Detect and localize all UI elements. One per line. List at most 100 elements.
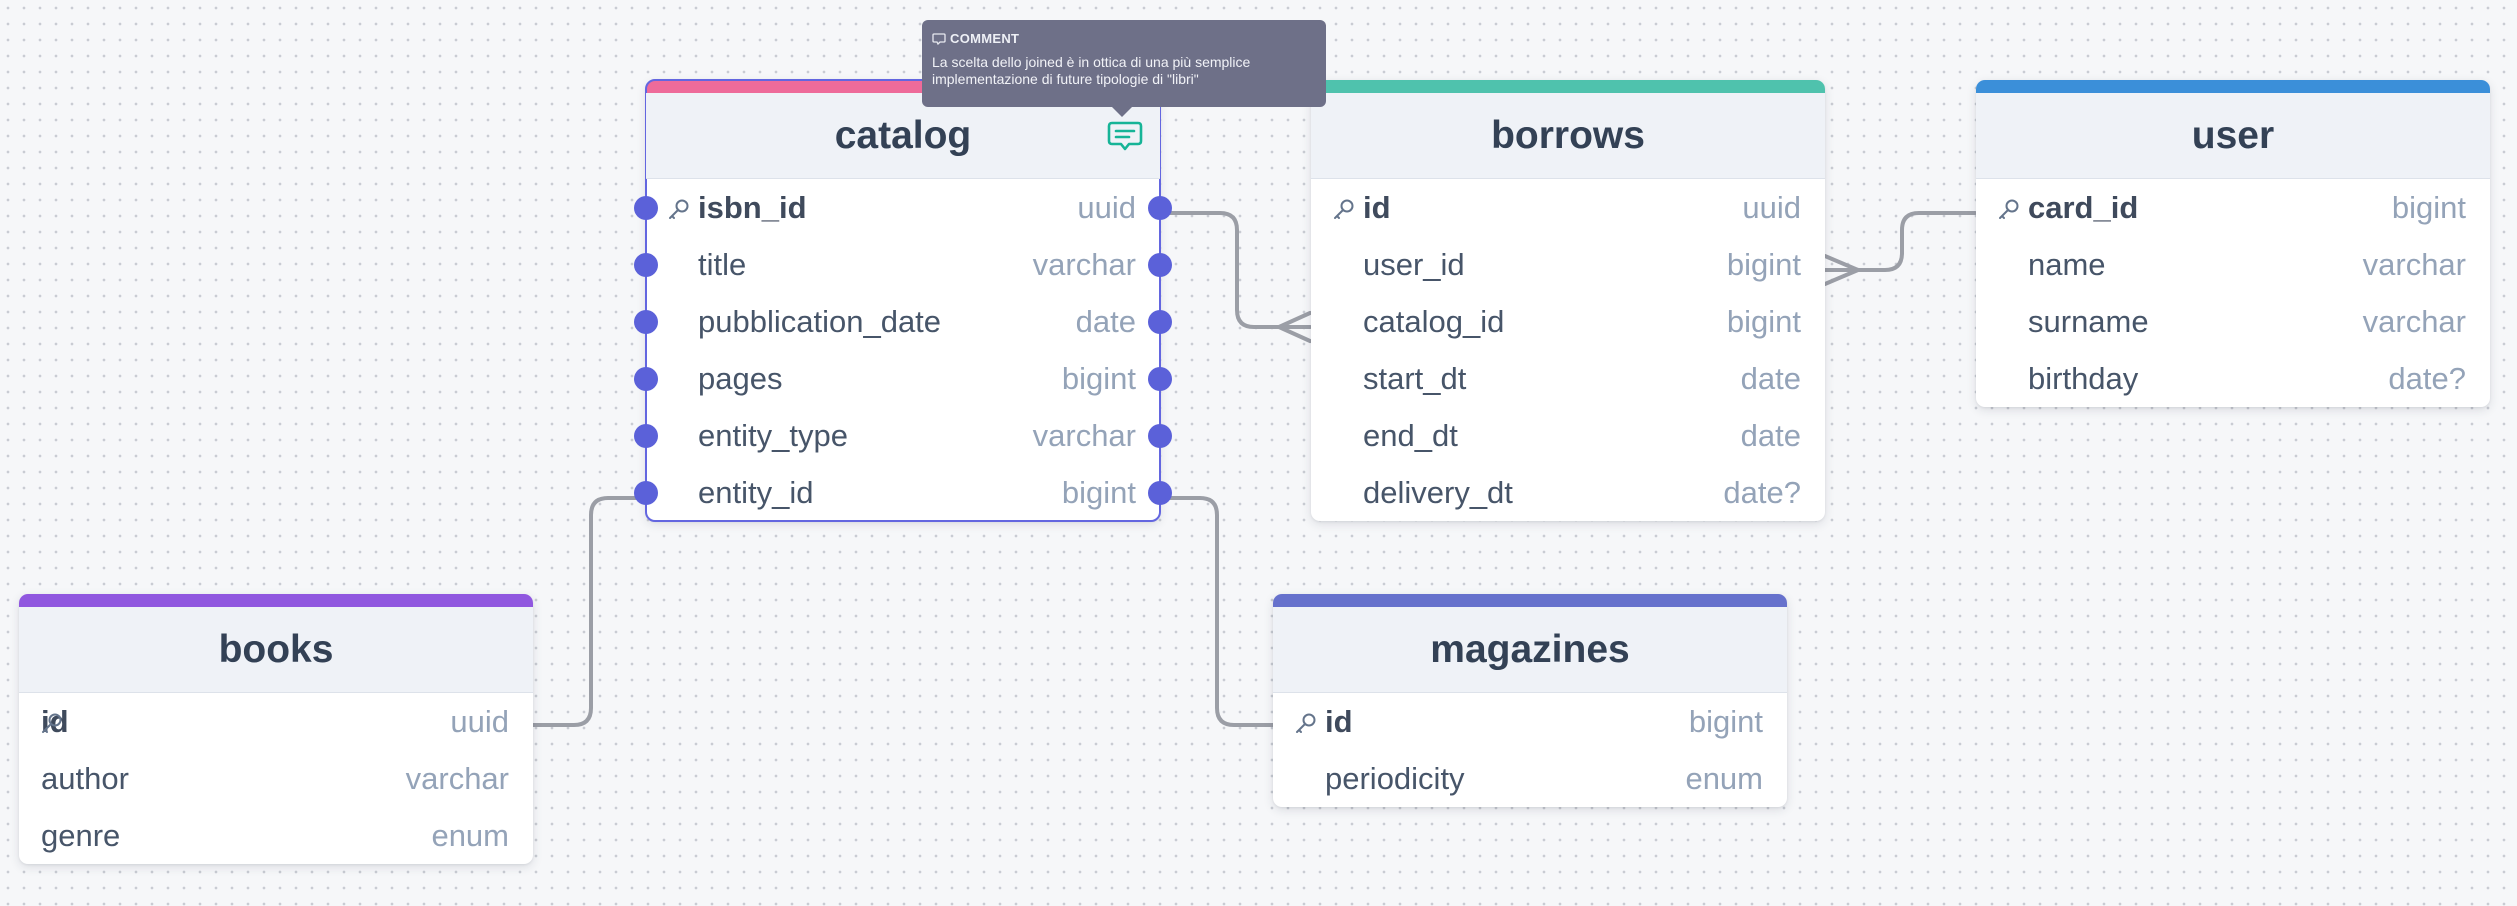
- field-type: enum: [1685, 760, 1763, 796]
- field-type: bigint: [1726, 303, 1801, 339]
- relation-line-catalog-books[interactable]: [531, 496, 648, 727]
- relation-line-user-borrows[interactable]: [1823, 211, 1977, 272]
- table-title: borrows: [1491, 113, 1645, 157]
- table-borrows[interactable]: borrows id uuid user_id bigint catalog_i…: [1311, 80, 1825, 521]
- field-row[interactable]: user_id bigint: [1311, 236, 1825, 293]
- connection-handle[interactable]: [1148, 424, 1172, 448]
- field-type: bigint: [1688, 703, 1763, 739]
- connection-handle[interactable]: [634, 310, 658, 334]
- field-name: entity_type: [698, 417, 848, 453]
- field-type: date: [1075, 303, 1136, 339]
- field-row[interactable]: periodicity enum: [1273, 750, 1787, 807]
- field-row[interactable]: end_dt date: [1311, 407, 1825, 464]
- field-name: pages: [698, 360, 783, 396]
- table-color-bar: [1976, 80, 2490, 93]
- field-name: card_id: [2028, 189, 2139, 225]
- field-name: end_dt: [1363, 417, 1458, 453]
- field-type: bigint: [1061, 474, 1136, 510]
- field-type: varchar: [2362, 246, 2466, 282]
- connection-handle[interactable]: [634, 481, 658, 505]
- crowfoot-borrows-user: [1823, 254, 1860, 286]
- connection-handle[interactable]: [634, 367, 658, 391]
- table-color-bar: [1273, 594, 1787, 607]
- field-type: date?: [1723, 474, 1801, 510]
- table-books[interactable]: books id uuid author varchar genre enum: [19, 594, 533, 864]
- field-type: varchar: [1032, 246, 1136, 282]
- field-row[interactable]: birthday date?: [1976, 350, 2490, 407]
- field-row[interactable]: delivery_dt date?: [1311, 464, 1825, 521]
- connection-handle[interactable]: [1148, 481, 1172, 505]
- field-name: surname: [2028, 303, 2149, 339]
- field-type: varchar: [2362, 303, 2466, 339]
- table-header[interactable]: borrows: [1311, 93, 1825, 179]
- field-row[interactable]: catalog_id bigint: [1311, 293, 1825, 350]
- tooltip-header: COMMENT: [932, 31, 1316, 46]
- field-type: date: [1740, 417, 1801, 453]
- field-row[interactable]: author varchar: [19, 750, 533, 807]
- field-type: varchar: [1032, 417, 1136, 453]
- field-row[interactable]: id uuid: [1311, 179, 1825, 236]
- field-row[interactable]: start_dt date: [1311, 350, 1825, 407]
- tooltip-text: La scelta dello joined è in ottica di un…: [932, 54, 1251, 87]
- key-icon: [669, 199, 689, 219]
- field-name: isbn_id: [698, 189, 807, 225]
- key-icon: [1296, 713, 1316, 733]
- field-name: entity_id: [698, 474, 814, 510]
- field-row[interactable]: isbn_id uuid: [634, 179, 1172, 236]
- table-magazines[interactable]: magazines id bigint periodicity enum: [1273, 594, 1787, 807]
- connection-handle[interactable]: [1148, 196, 1172, 220]
- table-header[interactable]: magazines: [1273, 607, 1787, 693]
- field-type: bigint: [1061, 360, 1136, 396]
- field-row[interactable]: id bigint: [1273, 693, 1787, 750]
- table-title: catalog: [834, 113, 972, 157]
- connection-handle[interactable]: [1148, 253, 1172, 277]
- relation-line-catalog-borrows[interactable]: [1158, 211, 1312, 329]
- connection-handle[interactable]: [634, 196, 658, 220]
- key-icon: [42, 713, 62, 733]
- field-type: date: [1740, 360, 1801, 396]
- field-name: genre: [41, 817, 121, 853]
- table-color-bar: [1311, 80, 1825, 93]
- field-type: enum: [431, 817, 509, 853]
- connection-handle[interactable]: [634, 424, 658, 448]
- table-header[interactable]: user: [1976, 93, 2490, 179]
- field-name: id: [41, 703, 69, 739]
- connection-handle[interactable]: [634, 253, 658, 277]
- table-color-bar: [19, 594, 533, 607]
- connection-handle[interactable]: [1148, 310, 1172, 334]
- tooltip-arrow: [1112, 107, 1132, 117]
- field-type: uuid: [1077, 189, 1136, 225]
- field-name: start_dt: [1363, 360, 1467, 396]
- table-user[interactable]: user card_id bigint name varchar surname…: [1976, 80, 2490, 407]
- field-row[interactable]: id uuid: [19, 693, 533, 750]
- field-name: periodicity: [1325, 760, 1465, 796]
- field-row[interactable]: genre enum: [19, 807, 533, 864]
- field-row[interactable]: pubblication_date date: [634, 293, 1172, 350]
- table-catalog[interactable]: catalog isbn_id uuid title varchar pubbl…: [634, 79, 1172, 522]
- field-row[interactable]: title varchar: [634, 236, 1172, 293]
- comment-small-icon: [932, 32, 946, 45]
- connection-handle[interactable]: [1148, 367, 1172, 391]
- table-header[interactable]: catalog: [646, 93, 1160, 179]
- comment-icon[interactable]: [1106, 117, 1144, 155]
- field-row[interactable]: pages bigint: [634, 350, 1172, 407]
- field-name: id: [1363, 189, 1391, 225]
- field-row[interactable]: entity_id bigint: [634, 464, 1172, 521]
- field-row[interactable]: card_id bigint: [1976, 179, 2490, 236]
- field-row[interactable]: entity_type varchar: [634, 407, 1172, 464]
- field-row[interactable]: surname varchar: [1976, 293, 2490, 350]
- key-icon: [1999, 199, 2019, 219]
- table-title: user: [2191, 113, 2275, 157]
- field-row[interactable]: name varchar: [1976, 236, 2490, 293]
- field-name: id: [1325, 703, 1353, 739]
- field-type: varchar: [405, 760, 509, 796]
- tooltip-heading: COMMENT: [950, 31, 1020, 46]
- field-name: birthday: [2028, 360, 2139, 396]
- field-name: delivery_dt: [1363, 474, 1513, 510]
- key-icon: [1334, 199, 1354, 219]
- crowfoot-borrows-catalog: [1277, 311, 1312, 343]
- table-header[interactable]: books: [19, 607, 533, 693]
- relation-line-catalog-magazines[interactable]: [1158, 496, 1275, 727]
- table-title: books: [218, 627, 334, 671]
- field-name: name: [2028, 246, 2106, 282]
